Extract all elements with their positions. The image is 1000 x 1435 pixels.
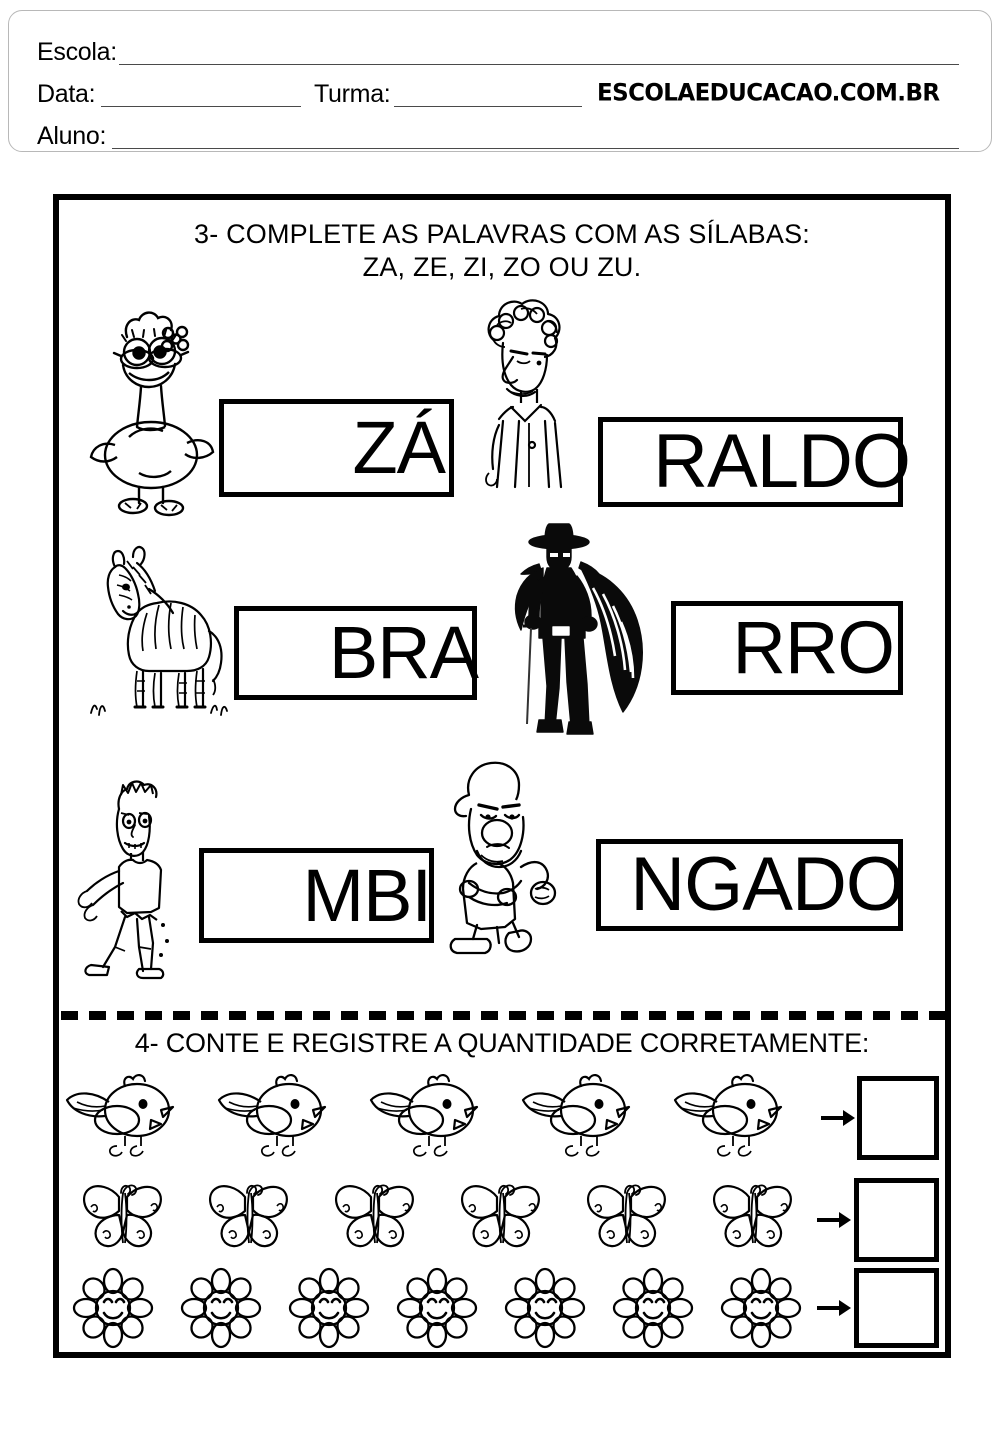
word-row-1: ZÁ bbox=[59, 295, 945, 517]
zombie-illustration bbox=[71, 775, 211, 984]
grumpy-dwarf-illustration bbox=[421, 757, 581, 962]
butterfly-icon bbox=[335, 1184, 414, 1248]
butterfly-icon bbox=[461, 1184, 540, 1248]
answer-box-word-2[interactable]: RALDO bbox=[598, 417, 911, 507]
word-fragment-6: NGADO bbox=[630, 842, 905, 927]
field-data-input[interactable] bbox=[101, 87, 302, 107]
section-divider bbox=[61, 1011, 951, 1020]
count-row-flowers bbox=[59, 1264, 945, 1352]
field-data-label: Data: bbox=[37, 80, 96, 108]
butterfly-icon-strip bbox=[59, 1177, 815, 1263]
field-turma-input[interactable] bbox=[394, 87, 583, 107]
answer-box-word-5[interactable]: MBI bbox=[199, 848, 434, 943]
site-logo: ESCOLAEDUCACAO.COM.BR bbox=[597, 79, 940, 107]
student-info-panel: Escola: Data: Turma: Aluno: ESCOLAEDUCAC… bbox=[8, 10, 992, 152]
bird-icon bbox=[521, 1074, 631, 1157]
man-afro-illustration bbox=[459, 295, 587, 496]
field-aluno-input[interactable] bbox=[112, 129, 959, 149]
field-turma-label: Turma: bbox=[314, 80, 391, 108]
arrow-right-icon bbox=[815, 1209, 854, 1231]
flower-icon-strip bbox=[59, 1267, 815, 1349]
flower-icon bbox=[396, 1267, 478, 1349]
field-escola: Escola: bbox=[37, 39, 977, 65]
exercise4-title: 4- CONTE E REGISTRE A QUANTIDADE CORRETA… bbox=[134, 1028, 870, 1058]
exercise3-title: 3- COMPLETE AS PALAVRAS COM AS SÍLABAS: … bbox=[59, 218, 945, 284]
word-row-3: MBI bbox=[59, 755, 945, 980]
answer-box-word-4[interactable]: RRO bbox=[671, 601, 903, 695]
zorro-illustration bbox=[489, 520, 665, 747]
answer-box-word-1[interactable]: ZÁ bbox=[219, 399, 454, 497]
exercise-frame: 3- COMPLETE AS PALAVRAS COM AS SÍLABAS: … bbox=[53, 194, 951, 1358]
flower-icon bbox=[612, 1267, 694, 1349]
flower-icon bbox=[180, 1267, 262, 1349]
count-row-birds bbox=[59, 1066, 945, 1170]
count-answer-box-butterflies[interactable] bbox=[853, 1178, 939, 1262]
bird-icon bbox=[673, 1074, 783, 1157]
field-aluno: Aluno: bbox=[37, 123, 977, 149]
butterfly-icon bbox=[587, 1184, 666, 1248]
ostrich-illustration bbox=[79, 303, 219, 520]
count-answer-box-birds[interactable] bbox=[857, 1076, 939, 1160]
count-row-butterflies bbox=[59, 1174, 945, 1266]
field-escola-input[interactable] bbox=[118, 45, 959, 65]
exercise3-title-line2: ZA, ZE, ZI, ZO OU ZU. bbox=[362, 252, 642, 282]
word-fragment-1: ZÁ bbox=[352, 406, 446, 489]
word-fragment-2: RALDO bbox=[653, 419, 911, 504]
bird-icon bbox=[217, 1074, 327, 1157]
butterfly-icon bbox=[713, 1184, 792, 1248]
answer-box-word-3[interactable]: BRA bbox=[234, 606, 479, 700]
arrow-right-icon bbox=[819, 1107, 857, 1129]
butterfly-icon bbox=[83, 1184, 162, 1248]
word-row-2: BRA bbox=[59, 523, 945, 743]
bird-icon bbox=[65, 1074, 175, 1157]
exercise3-title-line1: 3- COMPLETE AS PALAVRAS COM AS SÍLABAS: bbox=[193, 219, 810, 249]
flower-icon bbox=[288, 1267, 370, 1349]
flower-icon bbox=[504, 1267, 586, 1349]
flower-icon bbox=[72, 1267, 154, 1349]
word-fragment-3: BRA bbox=[328, 611, 479, 694]
zebra-illustration bbox=[71, 545, 239, 732]
bird-icon bbox=[369, 1074, 479, 1157]
answer-box-word-6[interactable]: NGADO bbox=[596, 839, 905, 931]
word-fragment-5: MBI bbox=[302, 853, 432, 937]
field-turma: Turma: bbox=[314, 80, 583, 108]
field-aluno-label: Aluno: bbox=[37, 122, 107, 150]
butterfly-icon bbox=[209, 1184, 288, 1248]
bird-icon-strip bbox=[59, 1070, 819, 1166]
count-answer-box-flowers[interactable] bbox=[853, 1268, 939, 1348]
field-escola-label: Escola: bbox=[37, 38, 117, 66]
word-fragment-4: RRO bbox=[732, 606, 895, 689]
field-data: Data: bbox=[37, 80, 302, 108]
arrow-right-icon bbox=[815, 1297, 854, 1319]
flower-icon bbox=[720, 1267, 802, 1349]
